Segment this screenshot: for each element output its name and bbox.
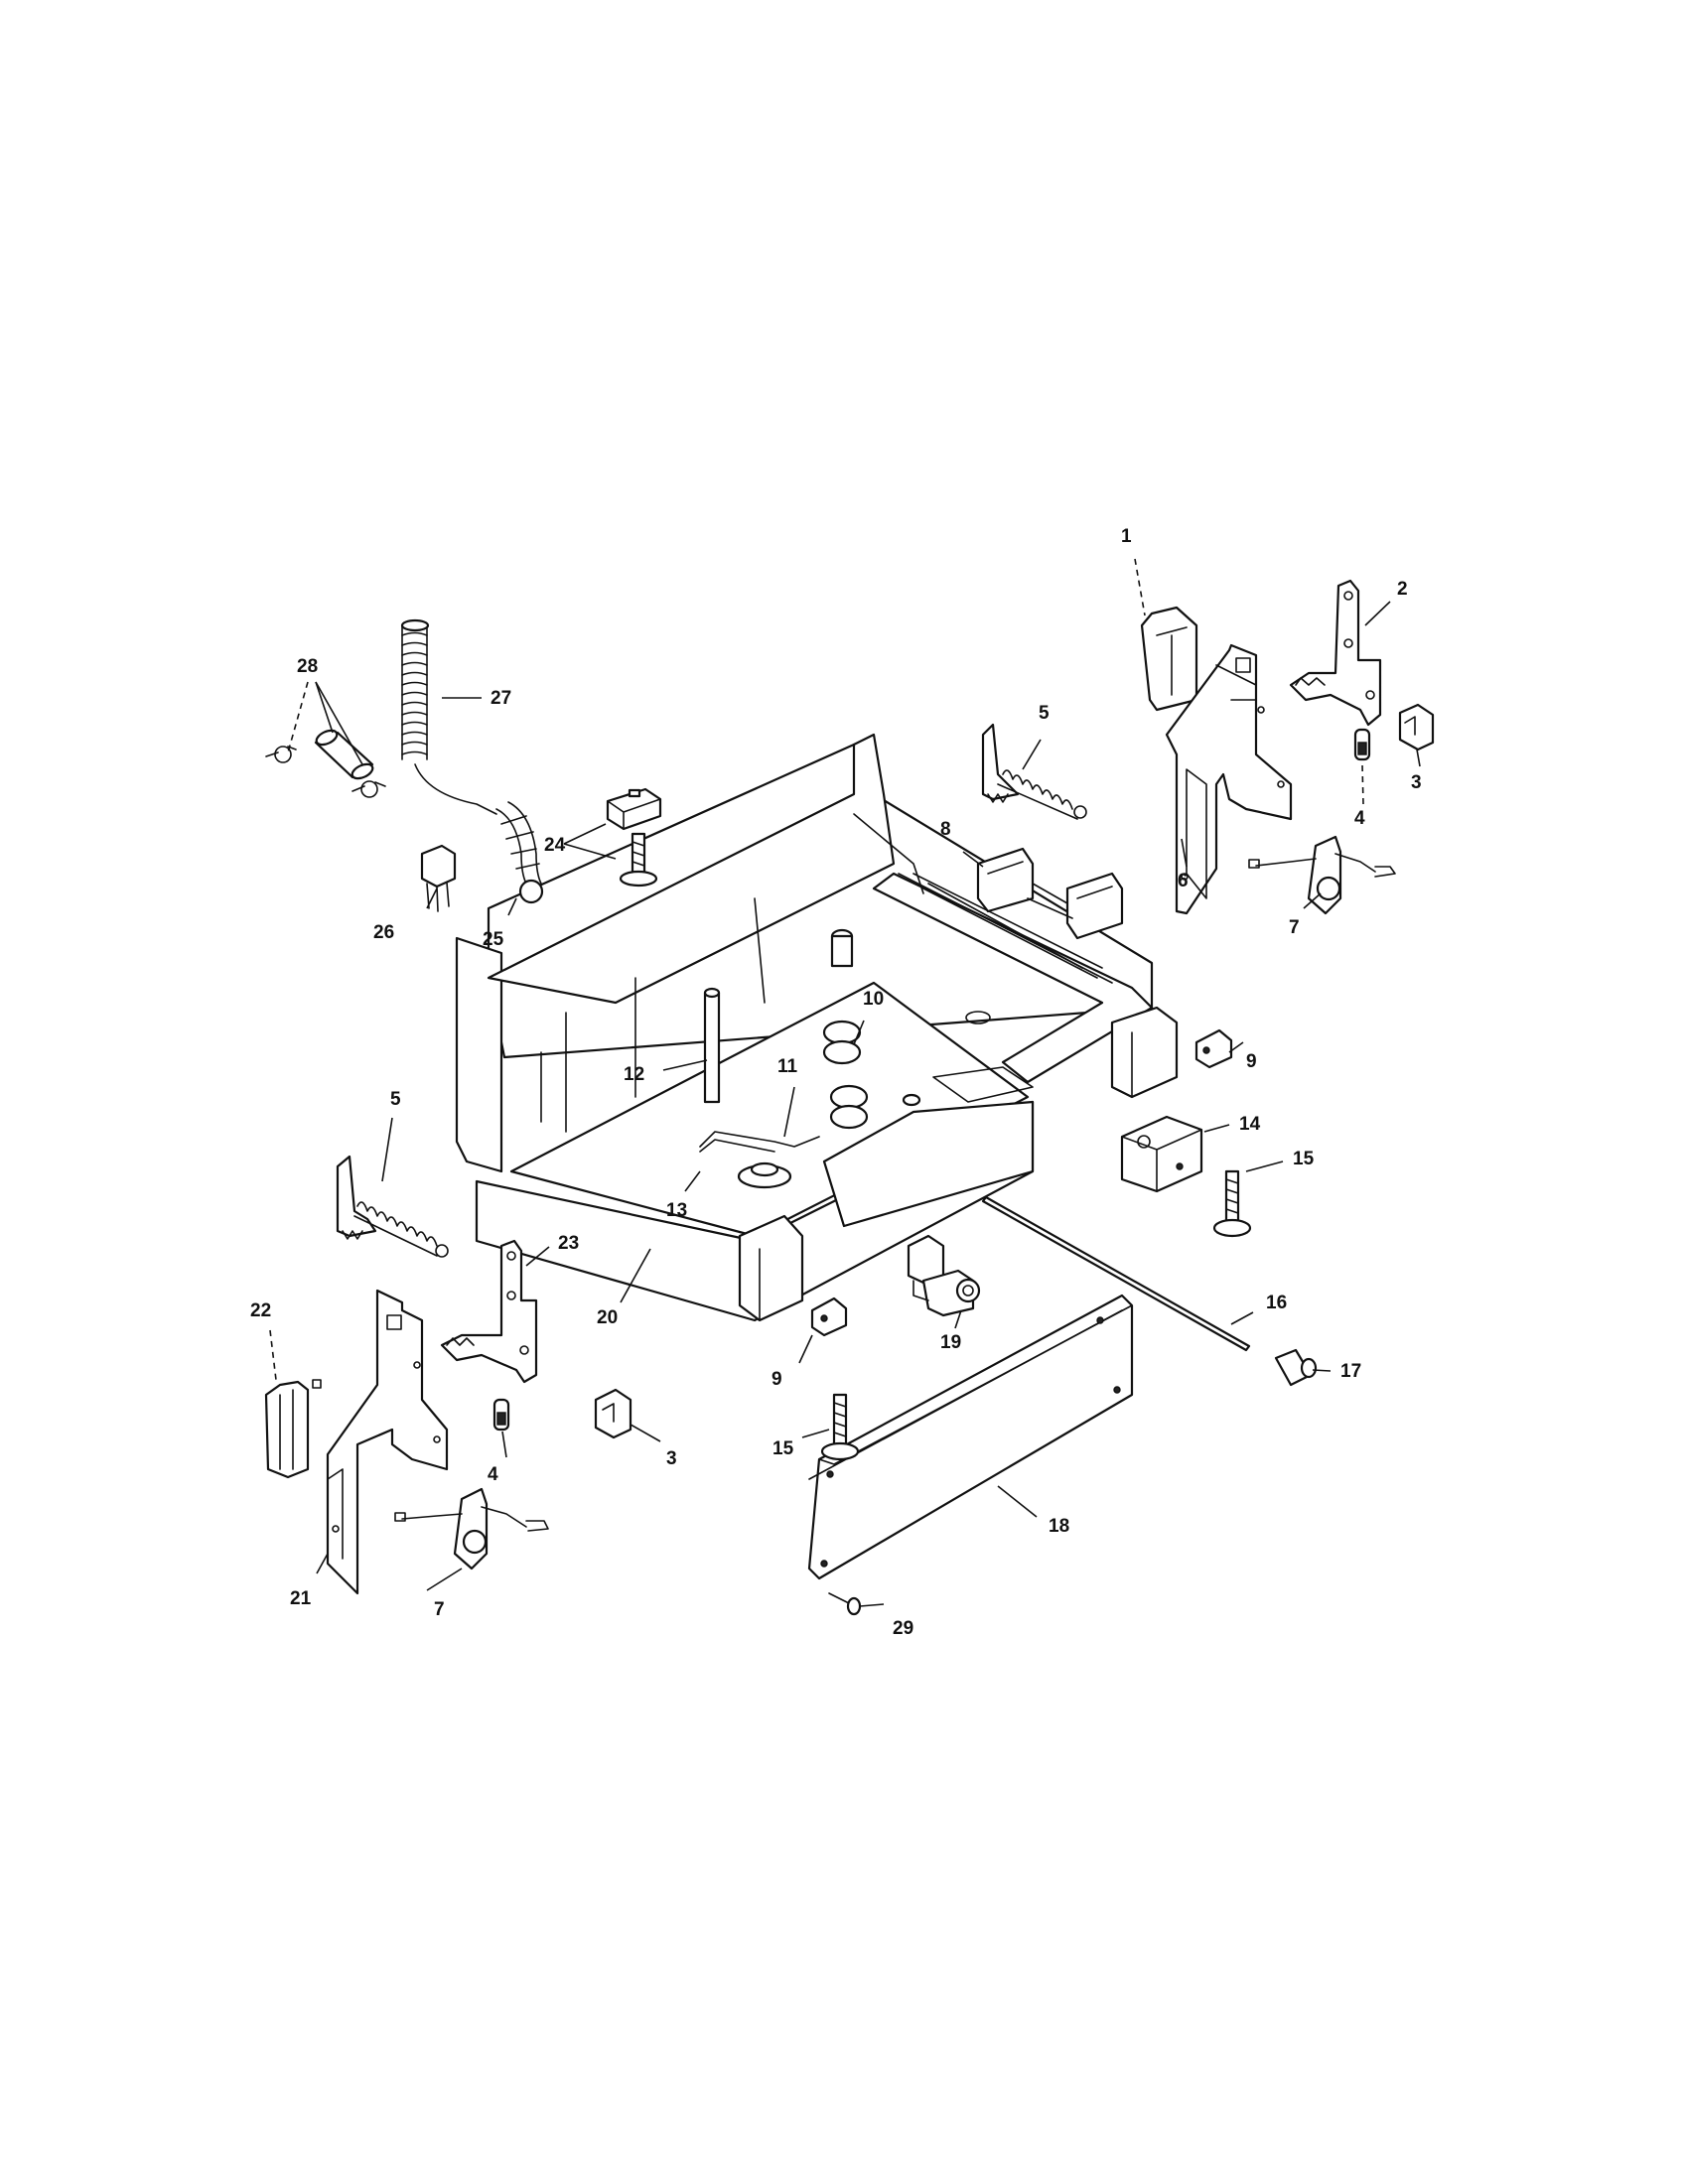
callout-28: 28 [297, 656, 318, 677]
part-18-toe-kick-panel [807, 1294, 1134, 1580]
callout-12: 12 [624, 1064, 644, 1085]
part-5-door-spring-left [336, 1155, 449, 1258]
callout-7-left: 7 [434, 1599, 445, 1620]
part-4-switch-left [492, 1398, 510, 1432]
callout-26: 26 [373, 922, 394, 943]
callout-labels: 1 2 3 4 5 6 7 8 9 10 11 12 13 14 15 16 1… [250, 526, 1422, 1639]
part-8-terminal-blocks [976, 847, 1124, 940]
callout-23: 23 [558, 1233, 579, 1254]
part-22-bracket-cover-left [264, 1379, 322, 1479]
part-9-bracket-right [1194, 1028, 1233, 1069]
callout-4-right: 4 [1354, 808, 1365, 829]
callout-9-left: 9 [772, 1369, 782, 1390]
callout-16: 16 [1266, 1293, 1287, 1313]
part-7-door-switch-right [1248, 835, 1396, 915]
callout-2: 2 [1397, 579, 1408, 600]
part-2-hinge-arm [1289, 579, 1382, 727]
callout-21: 21 [290, 1588, 312, 1609]
callout-29: 29 [893, 1618, 913, 1639]
part-24-switch-screw [606, 787, 662, 887]
part-21-hinge-plate-left [326, 1289, 449, 1595]
callout-24: 24 [544, 835, 566, 856]
callout-15-left: 15 [772, 1438, 794, 1459]
part-1-bracket-cover [1140, 606, 1198, 712]
part-15-leveling-foot-left [820, 1393, 860, 1461]
callout-3-left: 3 [666, 1448, 677, 1469]
part-19-water-valve [907, 1234, 981, 1317]
leader-lines [269, 558, 1421, 1607]
callout-20: 20 [597, 1307, 618, 1328]
callout-11: 11 [777, 1056, 798, 1077]
callout-5-right: 5 [1039, 703, 1050, 724]
callout-5-left: 5 [390, 1089, 401, 1110]
callout-15-right: 15 [1293, 1149, 1315, 1169]
part-7-door-switch-left [394, 1487, 549, 1570]
part-5-door-spring-right [981, 723, 1087, 820]
callout-8: 8 [940, 819, 951, 840]
base-tub [455, 733, 1179, 1322]
part-23-hinge-arm-left [440, 1239, 538, 1384]
callout-17: 17 [1340, 1361, 1361, 1382]
callout-25: 25 [483, 929, 504, 950]
callout-10: 10 [863, 989, 884, 1010]
callout-27: 27 [491, 688, 511, 709]
part-9-bracket-left [810, 1297, 848, 1337]
part-3-clip-right [1398, 703, 1435, 751]
callout-7-right: 7 [1289, 917, 1300, 938]
callout-22: 22 [250, 1300, 271, 1321]
callout-1: 1 [1121, 526, 1132, 547]
part-29-screw [828, 1592, 862, 1616]
callout-18: 18 [1049, 1516, 1069, 1537]
part-17-knob [1274, 1348, 1318, 1387]
part-4-switch-right [1353, 728, 1371, 761]
part-28-sleeve-clamps [265, 729, 386, 798]
part-14-junction-box [1120, 1115, 1203, 1193]
callout-14: 14 [1239, 1114, 1261, 1135]
callout-6: 6 [1178, 871, 1189, 891]
part-16-rod [981, 1195, 1251, 1352]
part-6-right-hinge-plate [1165, 643, 1293, 915]
callout-3-right: 3 [1411, 772, 1422, 793]
part-25-hose-end [495, 801, 544, 904]
callout-19: 19 [940, 1332, 961, 1353]
part-3-clip-left [594, 1388, 632, 1439]
part-26-clip [420, 844, 457, 912]
callout-9-right: 9 [1246, 1051, 1257, 1072]
callout-13: 13 [666, 1200, 687, 1221]
callout-4-left: 4 [488, 1464, 498, 1485]
part-15-leveling-foot-right [1212, 1169, 1252, 1238]
part-27-hose [400, 618, 497, 815]
